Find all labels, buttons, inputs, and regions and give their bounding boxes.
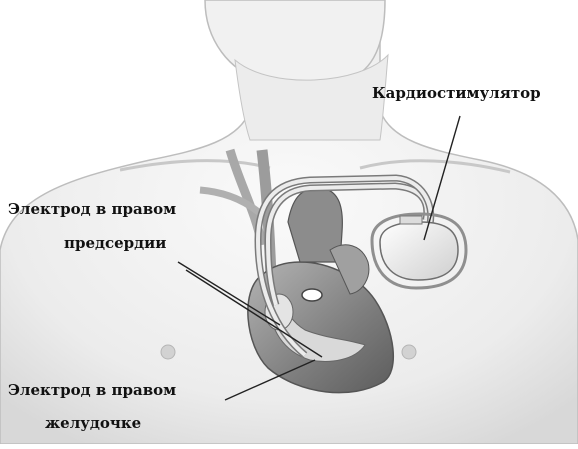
- ventricle-electrode-label-line2: желудочке: [45, 414, 141, 432]
- atrium-electrode-label-line1: Электрод в правом: [8, 200, 176, 218]
- atrium-electrode-label-line2: предсердии: [64, 234, 166, 252]
- ventricle-electrode-label-line1: Электрод в правом: [8, 381, 176, 399]
- pacemaker-label: Кардиостимулятор: [372, 84, 541, 102]
